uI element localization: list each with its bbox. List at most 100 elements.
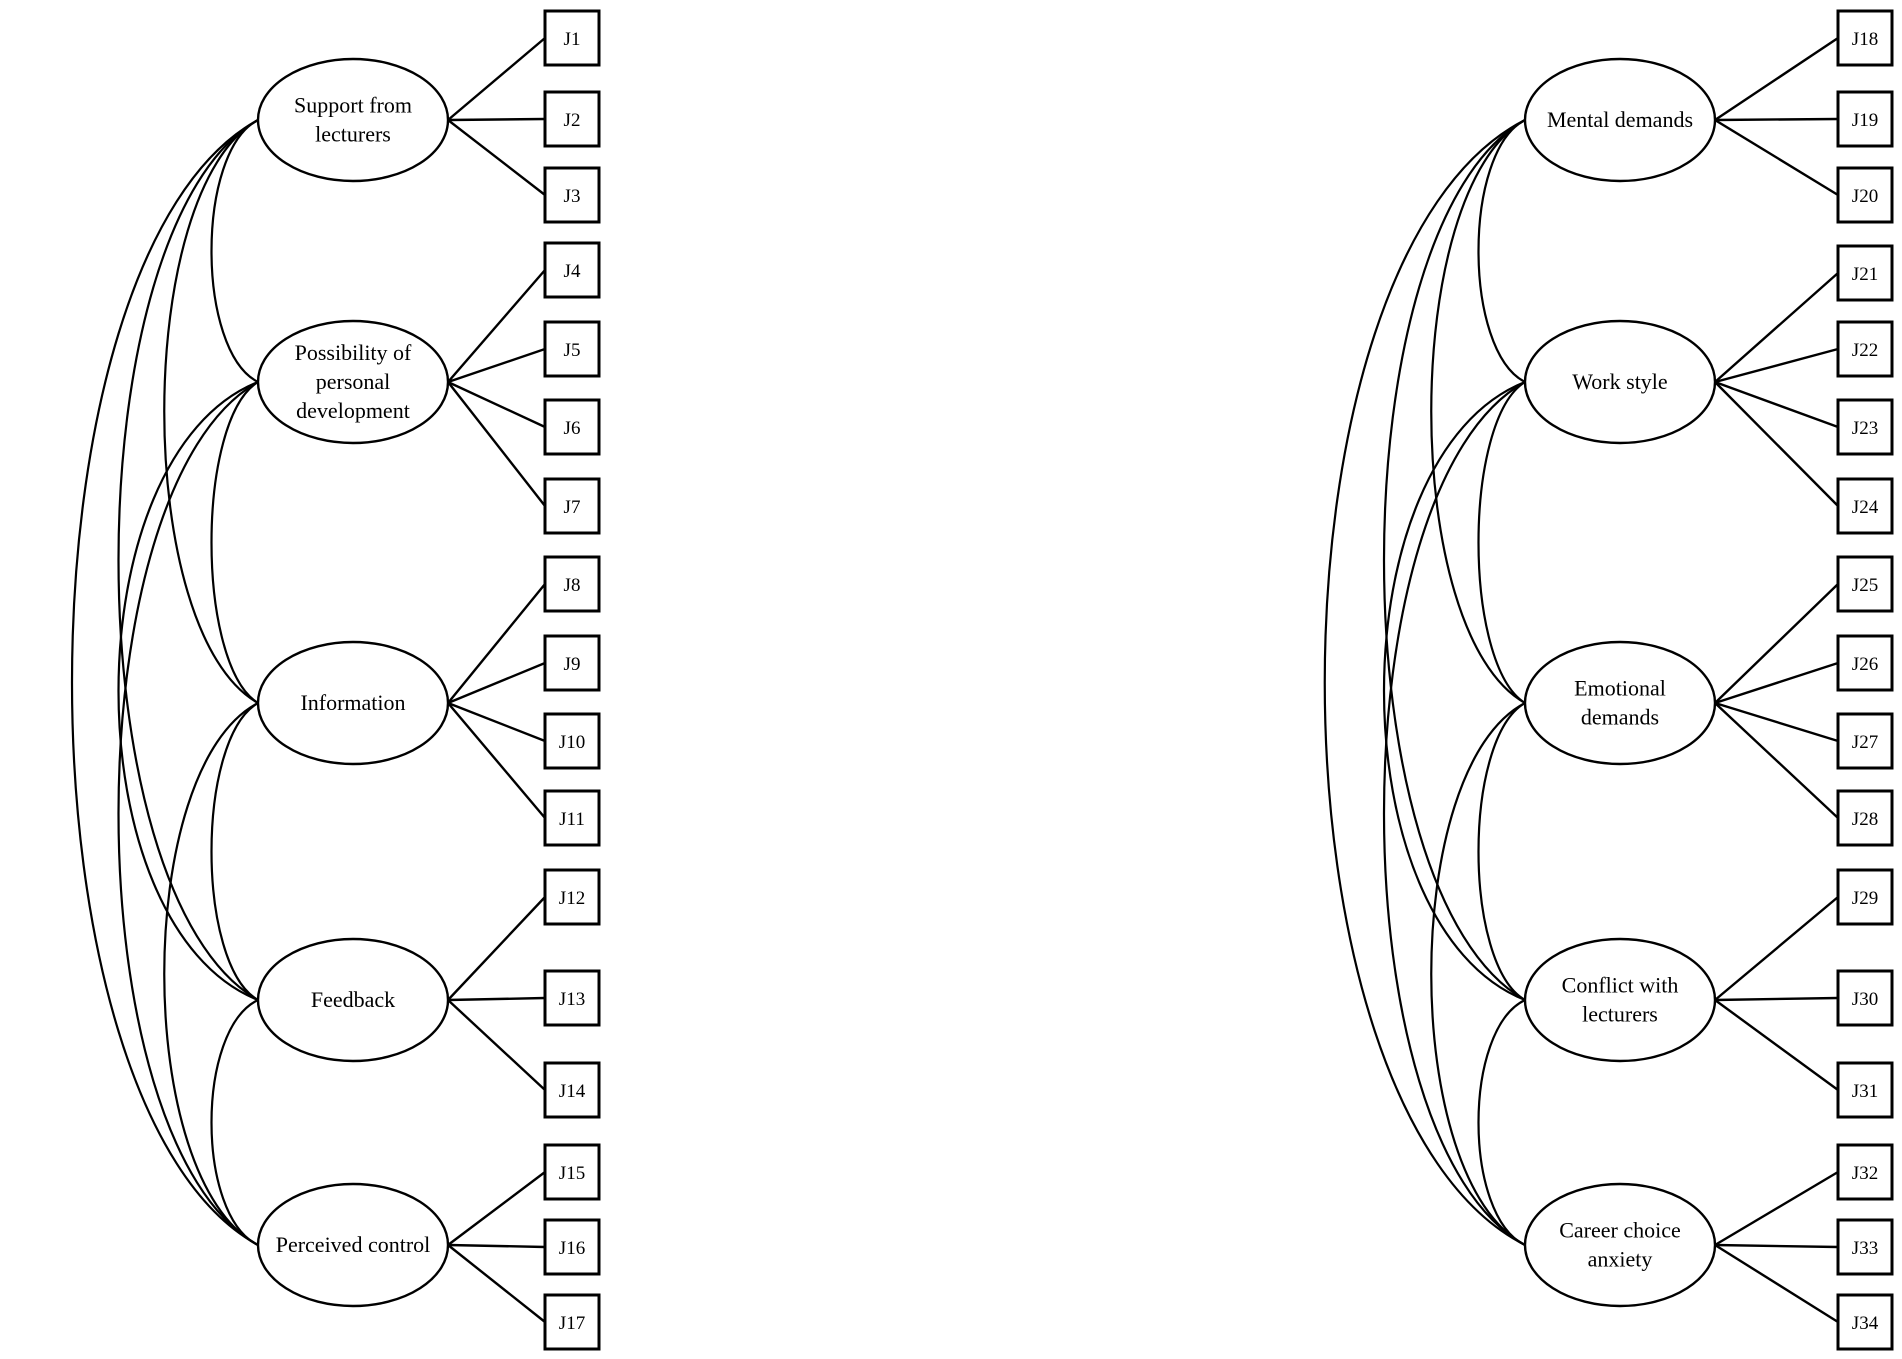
indicator-j13: J13 [543,969,601,1027]
indicator-box [1836,398,1894,456]
indicator-j23: J23 [1836,398,1894,456]
indicator-box [1836,868,1894,926]
indicator-j2: J2 [543,90,601,148]
correlation-arc [1382,380,1526,1002]
indicator-j1: J1 [543,9,601,67]
correlation-arc [70,119,259,1246]
indicator-box [543,166,601,224]
factor-loading-path [1714,1243,1839,1249]
indicator-box [1836,969,1894,1027]
indicator-j10: J10 [543,712,601,770]
latent-label-line: Information [300,690,405,715]
correlation-arc [210,119,259,383]
indicator-box [1836,634,1894,692]
indicator-box [1836,477,1894,535]
latent-label: Feedback [311,987,395,1012]
latent-ellipse [1523,1182,1717,1308]
indicator-j20: J20 [1836,166,1894,224]
indicator-label: J32 [1852,1163,1878,1184]
indicator-label: J22 [1852,340,1878,361]
latent-label-line: Possibility of [295,340,412,365]
latent-label: Work style [1572,369,1667,394]
correlation-arc [117,381,259,1246]
indicator-label: J11 [559,809,585,830]
correlation-arc [1382,119,1526,1001]
indicator-label: J14 [559,1081,586,1102]
factor-loading-path [1714,701,1839,743]
correlation-arc [1430,119,1526,704]
indicator-label: J19 [1852,110,1878,131]
factor-loading-path [1714,347,1839,384]
latent-label: Information [300,690,405,715]
latent-ellipse [1523,57,1717,183]
factor-loading-path [447,583,546,704]
indicator-box [1836,1293,1894,1351]
indicator-j34: J34 [1836,1293,1894,1351]
indicator-box [543,1293,601,1351]
indicator-label: J16 [559,1238,585,1259]
factor-correlations [70,119,259,1246]
indicator-label: J30 [1852,989,1878,1010]
factor-loading-path [447,347,546,384]
latent-label-line: Conflict with [1562,973,1679,998]
factor-loading-path [447,37,546,121]
indicator-j16: J16 [543,1218,601,1276]
indicator-j3: J3 [543,166,601,224]
factor-loading-path [1714,996,1839,1002]
indicator-box [543,969,601,1027]
indicator-box [543,241,601,299]
factor-loading-path [1714,381,1839,507]
indicator-box [1836,244,1894,302]
indicator-label: J5 [564,340,581,361]
factor-loading-path [447,702,546,819]
latent-ellipse [256,319,450,445]
indicator-label: J33 [1852,1238,1878,1259]
indicator-box [543,398,601,456]
indicator-j21: J21 [1836,244,1894,302]
indicator-box [1836,9,1894,67]
indicator-box [543,1061,601,1119]
indicator-j26: J26 [1836,634,1894,692]
latent-ellipse [1523,319,1717,445]
factor-loading-path [447,1243,546,1249]
correlation-arc [117,380,259,1002]
indicator-label: J13 [559,989,585,1010]
correlation-arc [1383,381,1526,1246]
latent-label-line: anxiety [1588,1247,1653,1272]
latent-label-line: personal [316,369,391,394]
indicator-label: J29 [1852,888,1878,909]
latent-label-line: Feedback [311,987,395,1012]
factor-loading-path [1714,272,1839,383]
indicator-j4: J4 [543,241,601,299]
factor-loading-path [447,1244,546,1323]
indicator-label: J3 [564,186,581,207]
indicator-box [1836,320,1894,378]
factor-loading-path [447,996,546,1002]
factor-loading-path [447,661,546,705]
indicator-label: J17 [559,1313,585,1334]
indicator-label: J2 [564,110,581,131]
indicator-label: J8 [564,575,581,596]
latent-label: Mental demands [1547,107,1693,132]
indicator-j27: J27 [1836,712,1894,770]
factor-loading-path [1714,1243,1839,1324]
correlation-arc [1477,119,1526,383]
indicator-box [543,868,601,926]
indicator-box [1836,90,1894,148]
latent-ellipse [1523,640,1717,766]
indicator-box [1836,1061,1894,1119]
indicator-box [543,712,601,770]
indicator-j28: J28 [1836,789,1894,847]
factor-loading-path [1714,118,1839,197]
correlation-arc [1323,119,1526,1246]
factor-loading-path [1714,1170,1839,1247]
indicator-box [543,789,601,847]
indicator-j17: J17 [543,1293,601,1351]
